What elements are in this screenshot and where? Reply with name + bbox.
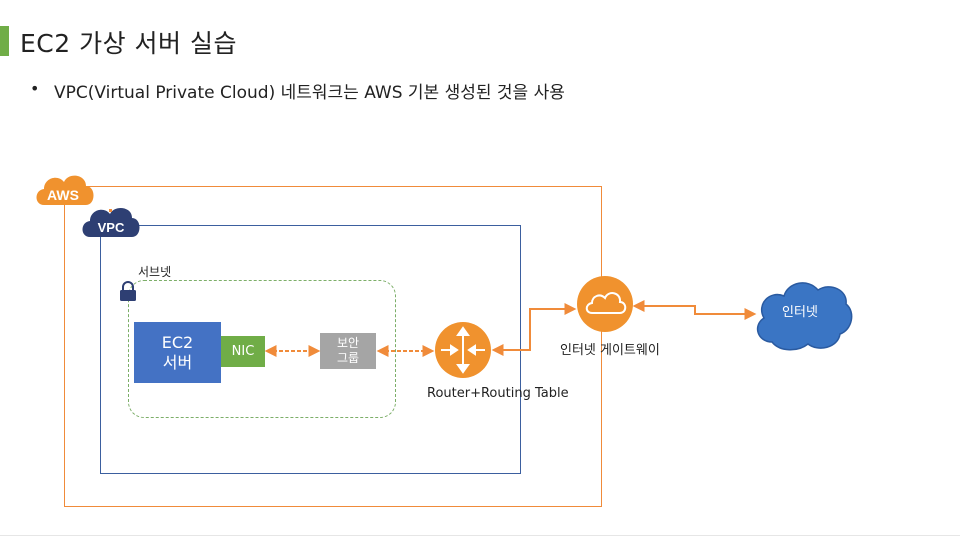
internet-label: 인터넷 xyxy=(782,305,818,320)
security-group-node: 보안 그룹 xyxy=(320,333,376,369)
bullet-text: VPC(Virtual Private Cloud) 네트워크는 AWS 기본 … xyxy=(54,83,565,103)
ec2-server-node: EC2 서버 xyxy=(134,322,221,383)
aws-cloud-icon: AWS xyxy=(36,175,94,205)
title-accent-bar xyxy=(0,26,9,56)
ec2-label-line1: EC2 xyxy=(161,332,194,352)
internet-cloud-icon: 인터넷 xyxy=(756,282,853,351)
bullet-marker: • xyxy=(30,79,40,98)
vpc-badge-text: VPC xyxy=(98,220,125,235)
router-label: Router+Routing Table xyxy=(427,386,569,401)
lock-icon xyxy=(120,281,136,301)
router-igw-connector xyxy=(491,303,577,356)
ec2-label-line2: 서버 xyxy=(162,352,193,372)
aws-boundary xyxy=(64,186,602,507)
sg-label-line1: 보안 xyxy=(336,336,360,350)
router-icon xyxy=(435,322,491,378)
internet-gateway-label: 인터넷 게이트웨이 xyxy=(560,343,660,358)
sg-label-line2: 그룹 xyxy=(336,351,360,365)
internet-gateway-icon xyxy=(577,276,633,332)
vpc-cloud-icon: VPC xyxy=(82,208,140,237)
bottom-divider xyxy=(0,535,960,536)
aws-badge-text: AWS xyxy=(47,187,79,203)
subnet-label: 서브넷 xyxy=(138,265,172,279)
igw-internet-connector xyxy=(632,300,757,320)
page-title: EC2 가상 서버 실습 xyxy=(20,29,237,58)
nic-node: NIC xyxy=(221,336,265,367)
